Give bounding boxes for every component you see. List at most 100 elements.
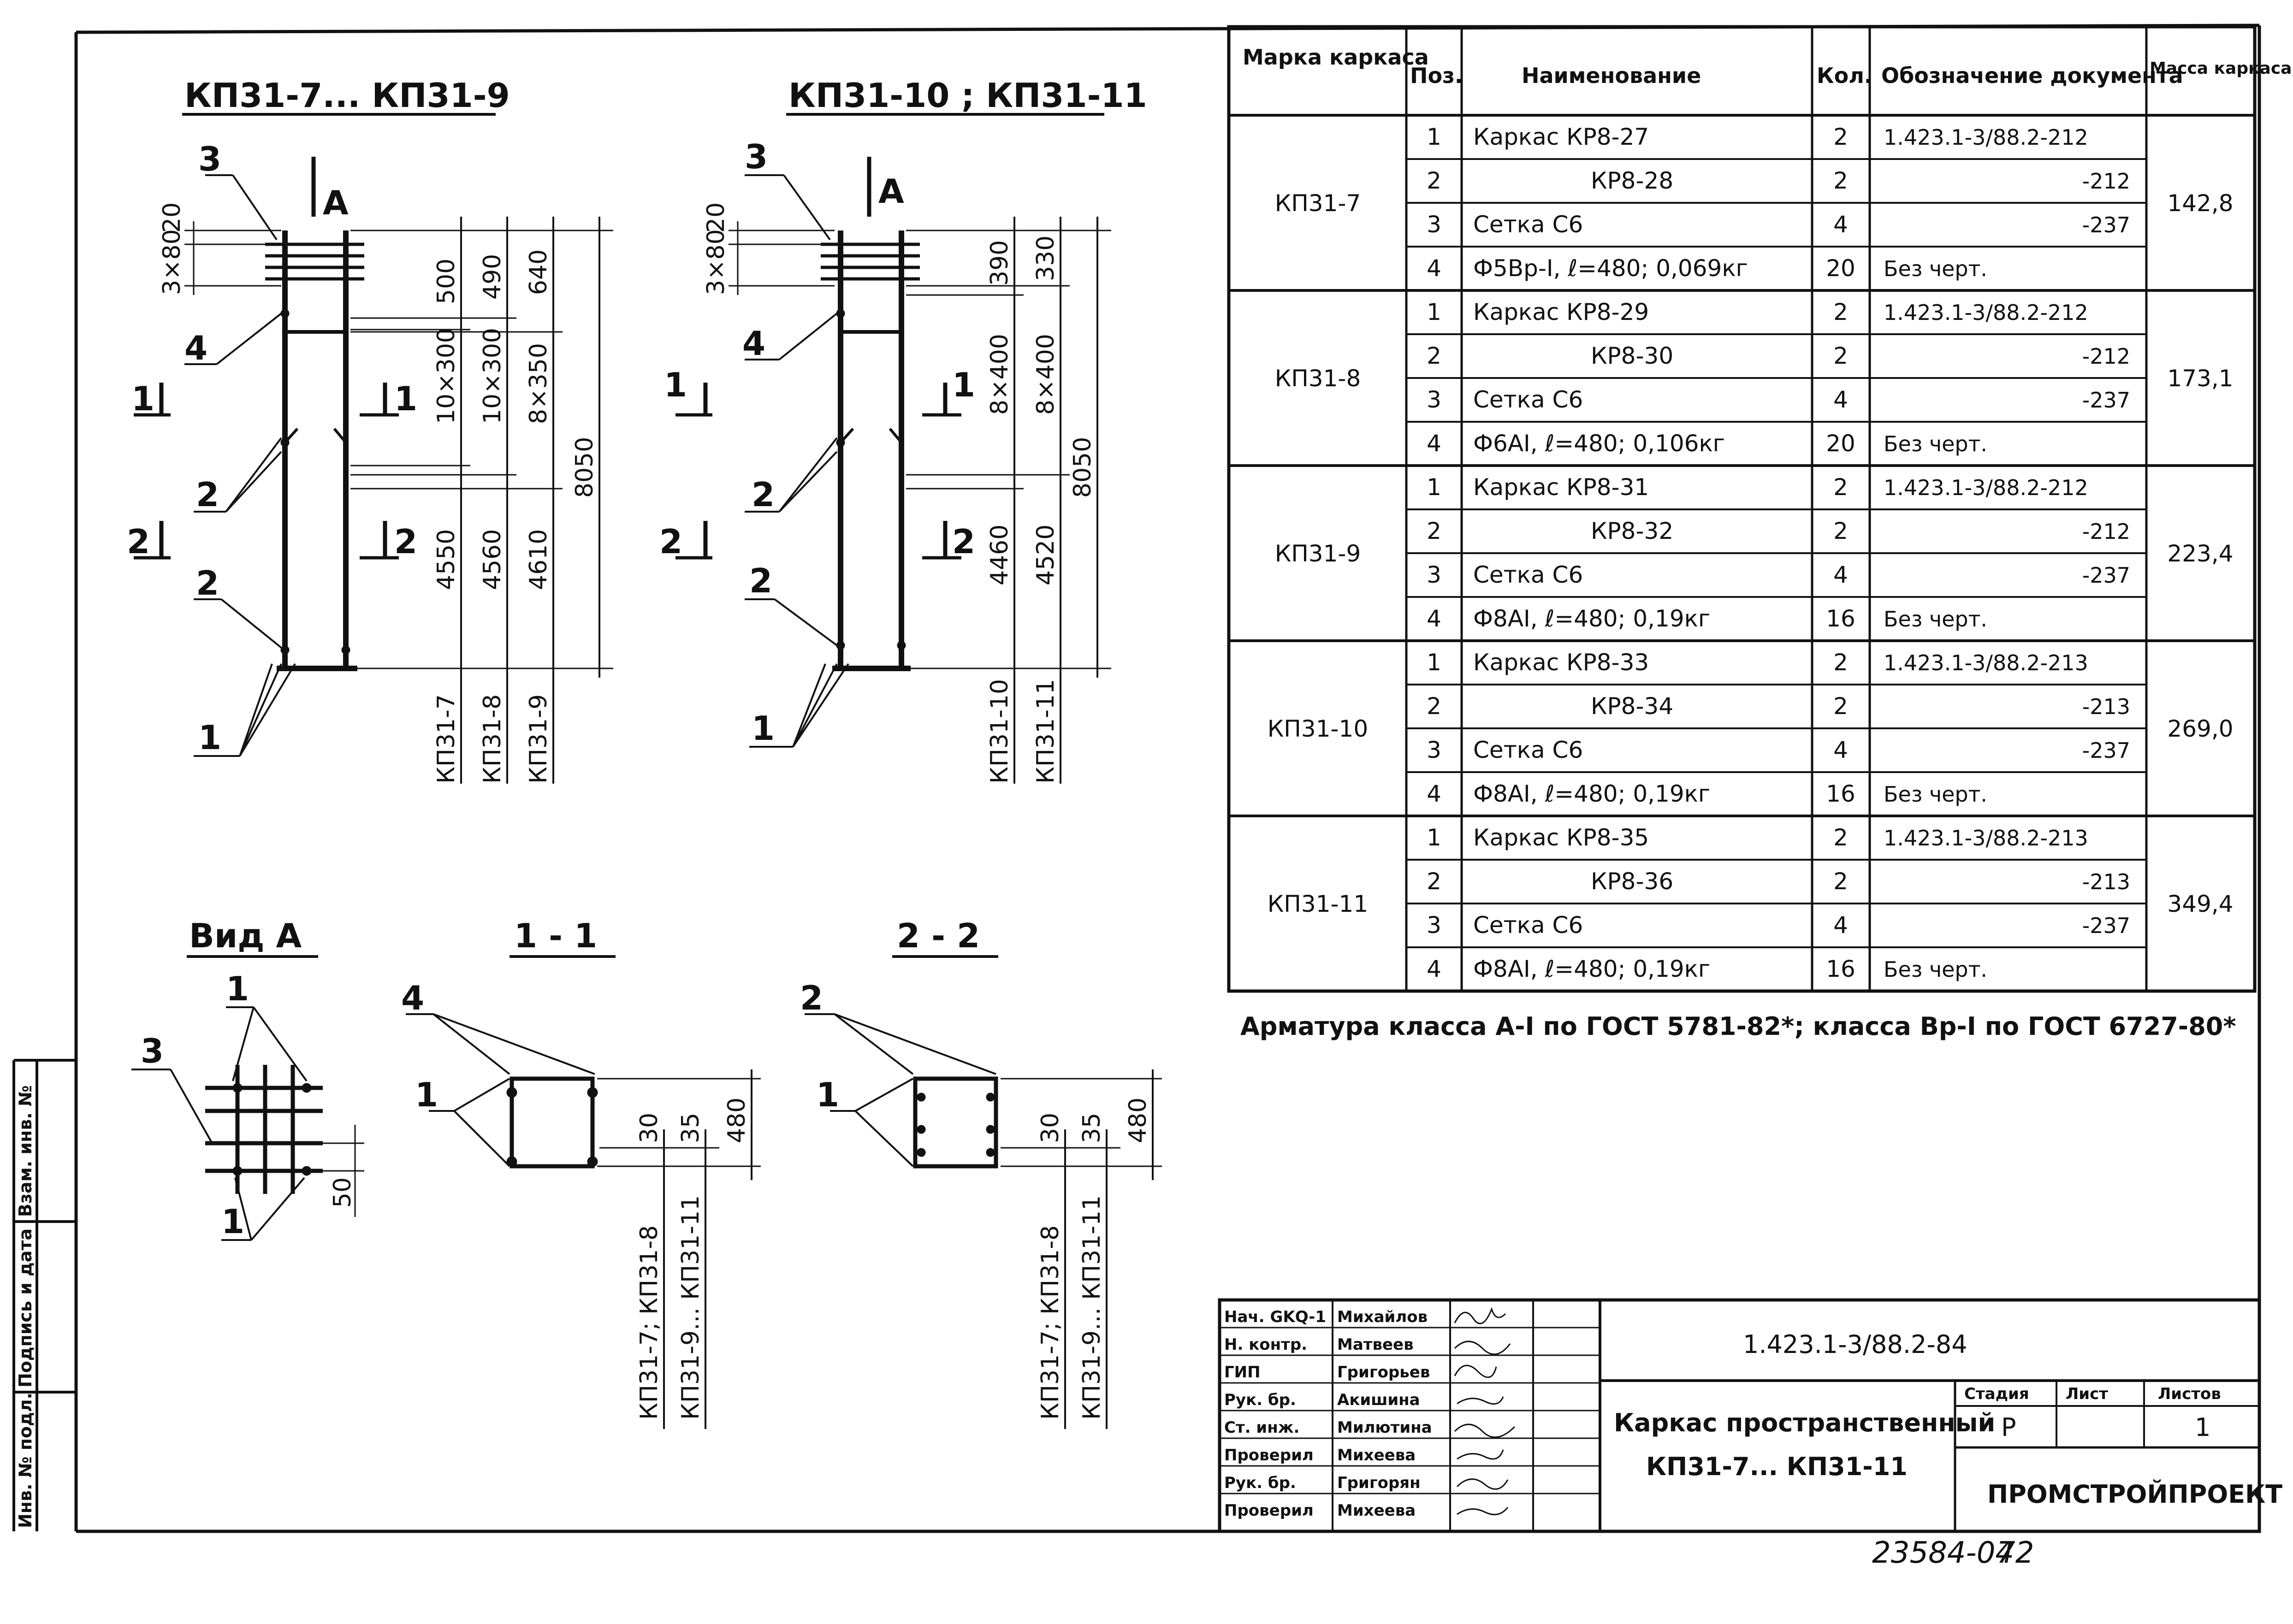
right-pos-2b: 2: [749, 561, 772, 600]
table-cell-mark: КП31-7: [1275, 190, 1361, 217]
table-cell-pos: 4: [1427, 605, 1441, 632]
table-cell-pos: 1: [1427, 299, 1441, 325]
sec11-label-2: КП31-9... КП31-11: [677, 1195, 705, 1420]
table-cell-name: Сетка С6: [1473, 737, 1583, 763]
table-cell-pos: 4: [1427, 956, 1441, 982]
table-cell-qty: 16: [1826, 956, 1855, 982]
table-cell-qty: 4: [1833, 211, 1848, 238]
sec22-label-1: КП31-7; КП31-8: [1037, 1225, 1064, 1420]
table-header-mark: Марка каркаса: [1243, 45, 1429, 70]
table-cell-doc: Без черт.: [1884, 431, 1987, 456]
stamp-name: Милютина: [1337, 1418, 1432, 1437]
table-cell-name: Сетка С6: [1473, 561, 1583, 588]
table-cell-name: Ф8АI, ℓ=480; 0,19кг: [1473, 956, 1710, 982]
vid-a-title: Вид А: [189, 916, 302, 955]
table-cell-doc: -237: [2082, 213, 2130, 237]
left-cut-2-left: 2: [127, 522, 150, 561]
section-1-1-drawing: [406, 955, 761, 1429]
table-cell-qty: 2: [1833, 474, 1848, 501]
table-header-name: Наименование: [1522, 63, 1701, 88]
table-header-pos: Поз.: [1410, 63, 1463, 88]
stamp-name: Акишина: [1337, 1391, 1420, 1409]
table-cell-pos: 4: [1427, 255, 1441, 282]
table-cell-name: КР8-32: [1591, 518, 1673, 544]
left-col-label-3: КП31-9: [525, 694, 552, 784]
sec22-dim-30: 30: [1037, 1113, 1064, 1143]
table-cell-qty: 4: [1833, 386, 1848, 413]
stamp-name: Григорян: [1337, 1474, 1421, 1492]
table-cell-doc: 1.423.1-3/88.2-213: [1884, 826, 2088, 850]
left-pos-1: 1: [198, 718, 221, 757]
sec11-pos-1: 1: [415, 1075, 438, 1114]
stamp-role: Нач. GKQ-1: [1224, 1308, 1326, 1326]
stamp-stage-header: Стадия: [1964, 1385, 2029, 1403]
table-cell-qty: 2: [1833, 649, 1848, 676]
table-cell-mass: 173,1: [2167, 365, 2233, 392]
left-pos-4: 4: [184, 329, 207, 367]
right-col-label-1: КП31-10: [986, 679, 1013, 784]
sec11-dim-30: 30: [635, 1113, 663, 1143]
left-dim-col3-top: 640: [525, 249, 552, 295]
archive-number: 23584-04: [1872, 1536, 2014, 1570]
left-dim-col2-mid: 10×300: [479, 328, 506, 424]
table-cell-doc: -237: [2082, 563, 2130, 588]
table-cell-qty: 2: [1833, 693, 1848, 720]
stamp-role: Проверил: [1224, 1446, 1314, 1465]
table-cell-qty: 16: [1826, 605, 1855, 632]
sec22-label-2: КП31-9... КП31-11: [1078, 1195, 1106, 1420]
table-cell-name: Ф5Вр-I, ℓ=480; 0,069кг: [1473, 255, 1748, 282]
table-cell-qty: 20: [1826, 430, 1855, 457]
right-dim-20: 20: [702, 202, 730, 233]
right-cut-1-left: 1: [664, 366, 687, 404]
vid-a-pos-1-top: 1: [226, 969, 249, 1008]
table-cell-pos: 1: [1427, 824, 1441, 851]
table-cell-mark: КП31-8: [1275, 365, 1361, 392]
side-strip-inv: Инв. № подл.: [15, 1393, 36, 1528]
table-cell-qty: 2: [1833, 518, 1848, 544]
right-pos-3: 3: [745, 137, 768, 176]
stamp-sheets-header: Листов: [2158, 1385, 2221, 1403]
left-col-label-2: КП31-8: [479, 694, 506, 784]
left-pos-3: 3: [198, 140, 221, 178]
table-cell-name: Ф8АI, ℓ=480; 0,19кг: [1473, 780, 1710, 807]
left-cut-2-right: 2: [394, 522, 417, 561]
vid-a-pos-1-bot: 1: [221, 1202, 244, 1241]
right-dim-col2-mid: 8×400: [1032, 334, 1060, 415]
table-cell-pos: 2: [1427, 693, 1441, 720]
table-cell-name: Каркас КР8-29: [1473, 299, 1649, 325]
table-cell-qty: 2: [1833, 824, 1848, 851]
table-cell-doc: -237: [2082, 913, 2130, 938]
left-view-section-a: А: [323, 183, 349, 222]
table-cell-doc: -212: [2082, 519, 2130, 544]
table-cell-pos: 4: [1427, 780, 1441, 807]
right-pos-2a: 2: [752, 475, 775, 514]
right-cut-2-right: 2: [952, 522, 975, 561]
sec22-dim-480: 480: [1124, 1098, 1152, 1143]
table-cell-pos: 1: [1427, 649, 1441, 676]
table-cell-name: Сетка С6: [1473, 211, 1583, 238]
stamp-name: Михайлов: [1337, 1308, 1428, 1326]
right-dim-col2-bot: 4520: [1032, 525, 1060, 585]
stamp-role: Н. контр.: [1224, 1335, 1307, 1354]
sec11-label-1: КП31-7; КП31-8: [635, 1225, 663, 1420]
stamp-doc-code: 1.423.1-3/88.2-84: [1743, 1330, 1967, 1359]
view-a-drawing: [131, 955, 364, 1241]
table-cell-name: Каркас КР8-27: [1473, 124, 1649, 150]
stamp-role: Рук. бр.: [1224, 1391, 1296, 1409]
stamp-name: Михеева: [1337, 1446, 1416, 1465]
table-cell-mass: 269,0: [2167, 715, 2233, 742]
right-pos-1: 1: [752, 709, 775, 748]
vid-a-dim-50: 50: [329, 1177, 356, 1208]
stamp-title-line2: КП31-7... КП31-11: [1646, 1452, 1908, 1481]
table-cell-qty: 2: [1833, 299, 1848, 325]
left-dim-total: 8050: [571, 437, 598, 498]
table-cell-pos: 4: [1427, 430, 1441, 457]
table-header-mass: Масса каркаса, кг: [2150, 59, 2293, 78]
signatures: [1454, 1307, 1516, 1516]
left-dim-col2-bot: 4560: [479, 529, 506, 590]
table-cell-pos: 2: [1427, 343, 1441, 369]
sec22-pos-1: 1: [816, 1075, 839, 1114]
left-dim-3x80: 3×80: [158, 229, 186, 295]
left-elevation: [134, 113, 613, 784]
